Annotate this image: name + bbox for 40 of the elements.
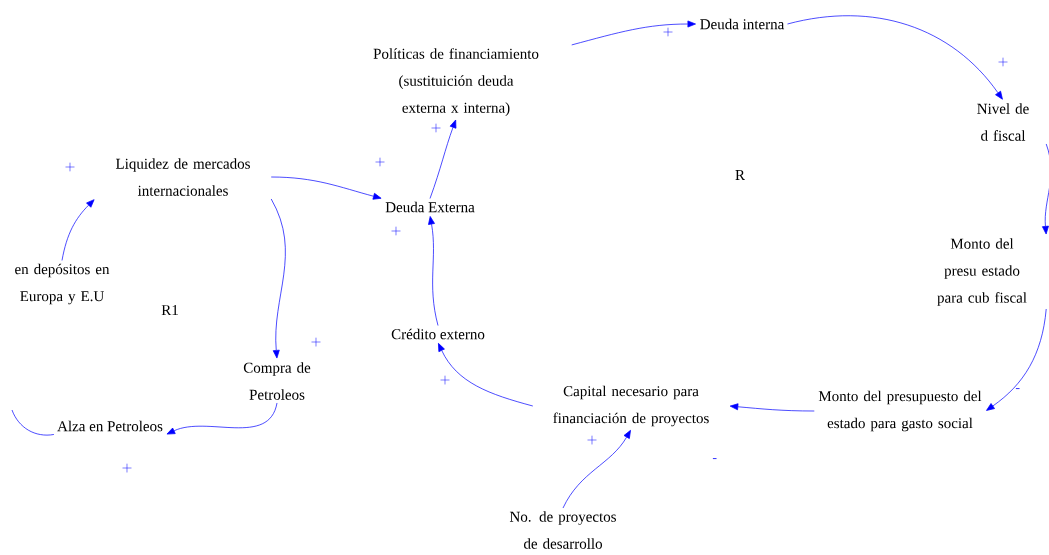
polarity-sign: + <box>311 337 321 347</box>
variable-label: Capital necesario para financiación de proyectos <box>553 385 709 427</box>
arrow <box>729 403 815 412</box>
arrow <box>428 216 439 326</box>
variable-label: Crédito externo <box>391 328 485 340</box>
arrow <box>429 119 457 199</box>
variable-label: Monto del presu estado para cub fiscal <box>937 238 1027 306</box>
variable-label: Alza en Petroleos <box>57 420 163 432</box>
variable-label: en depósitos en Europa y E.U <box>15 263 110 305</box>
loop-label: R <box>735 170 745 180</box>
variable-label: No. de proyectos de desarrollo <box>509 511 616 549</box>
polarity-sign: + <box>65 162 75 172</box>
polarity-sign: + <box>122 463 132 473</box>
polarity-sign: + <box>440 375 450 385</box>
polarity-sign: - <box>712 458 717 460</box>
polarity-sign: + <box>587 435 597 445</box>
arrow <box>571 20 696 46</box>
variable-label: Monto del presupuesto del estado para gasto social <box>818 390 982 432</box>
polarity-sign: - <box>1015 388 1020 390</box>
polarity-sign: + <box>998 57 1008 67</box>
arrow <box>438 343 534 407</box>
arrow <box>166 402 278 435</box>
arrow <box>986 308 1047 411</box>
arrow <box>562 430 631 509</box>
arrow <box>270 176 382 200</box>
variable-label: Políticas de financiamiento (sustituición deuda externa x interna) <box>373 48 539 116</box>
polarity-sign: + <box>391 226 401 236</box>
variable-label: Deuda interna <box>700 18 785 30</box>
polarity-sign: + <box>431 123 441 133</box>
polarity-sign: + <box>663 27 673 37</box>
variable-label: Deuda Externa <box>385 201 475 213</box>
arrow <box>1042 143 1049 235</box>
polarity-sign: + <box>375 157 385 167</box>
arrow <box>61 199 95 261</box>
arrow <box>270 198 286 359</box>
arrow <box>787 15 1003 100</box>
loop-label: R1 <box>161 305 178 315</box>
variable-label: Compra de Petroleos <box>243 362 311 400</box>
variable-label: Liquidez de mercados internacionales <box>115 158 250 196</box>
variable-label: Nivel de d fiscal <box>977 103 1029 141</box>
